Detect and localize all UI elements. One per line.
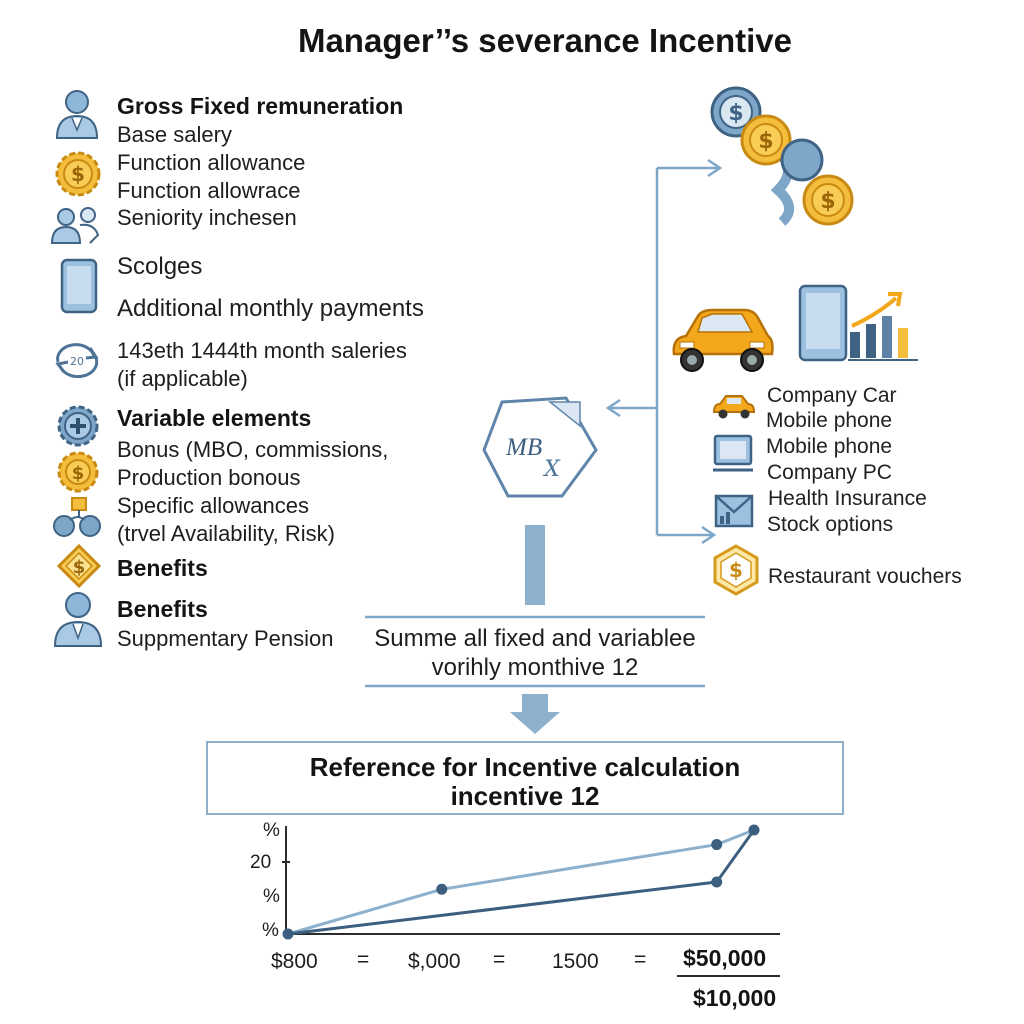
mobile-phone-label-2: Mobile phone [766,435,893,458]
total-label: $50,000 [683,945,767,971]
svg-text:$: $ [73,557,86,578]
svg-text:$: $ [728,101,743,126]
variable-elements-heading: Variable elements [117,405,312,431]
stock-options-label: Stock options [767,513,894,536]
formula-line-2: vorihly monthive 12 [431,654,639,681]
phone-chart-icon [798,284,918,362]
car-icon [672,308,774,372]
restaurant-vouchers-label: Restaurant vouchers [768,565,962,588]
scolges-label: Scolges [117,253,203,280]
svg-text:$: $ [820,189,835,214]
x-tick-label: 1500 [552,950,599,973]
refresh-icon: 20 [55,343,99,379]
coins-stack-icon: $ $ $ [710,86,854,226]
reference-box: Reference for Incentive calculation ince… [206,741,844,815]
person-icon [53,592,103,647]
sub-label: $10,000 [693,985,777,1011]
x-tick-label: = [493,948,506,971]
vertical-bar [525,525,545,605]
data-point [711,839,723,851]
series-line [287,829,756,936]
health-insurance-label: Health Insurance [768,487,927,510]
specific-allowances-label: Specific allowances [117,493,309,518]
function-allowance-label-2: Function allowrace [117,178,301,203]
down-arrow [510,694,560,734]
y-tick-label: % [263,820,280,841]
month-salaries-label: 143eth 1444th month saleries [117,338,407,363]
svg-text:$: $ [758,129,773,154]
base-salary-label: Base salery [117,122,232,147]
tablet-icon [60,258,98,314]
gear-plus-icon [57,405,99,447]
total-divider [677,975,780,977]
svg-text:$: $ [71,162,85,186]
data-point [711,876,723,888]
series-line [287,828,755,936]
svg-text:20: 20 [70,355,84,368]
data-point [282,928,294,940]
x-tick-label: = [634,948,647,971]
mobile-phone-label: Mobile phone [766,409,893,432]
company-car-label: Company Car [767,384,897,407]
function-allowance-label: Function allowance [117,150,306,175]
data-point [748,824,760,836]
hand-icon [53,497,101,537]
seniority-label: Seniority inchesen [117,205,297,230]
x-tick-label: = [357,948,370,971]
if-applicable-label: (if applicable) [117,366,248,391]
company-pc-label: Company PC [767,461,892,484]
dollar-gear-icon: $ [57,451,99,493]
gross-fixed-heading: Gross Fixed remuneration [117,93,404,119]
production-bonus-label: Production bonous [117,465,301,490]
bonus-label: Bonus (MBO, commissions, [117,437,389,462]
envelope-icon [714,494,754,528]
dollar-gear-icon: $ [55,151,101,197]
benefits-heading: Benefits [117,555,208,581]
dollar-badge-icon: $ [713,544,759,596]
x-tick-label: $800 [271,950,318,973]
car-icon [712,395,756,419]
dollar-diamond-icon: $ [56,543,102,589]
data-point [436,883,448,895]
benefits-heading-2: Benefits [117,596,208,622]
mbo-polygon-icon: X [482,396,598,498]
pension-label: Suppmentary Pension [117,626,334,651]
group-icon [50,207,100,244]
page-title: Manager’’s severance Incentive [297,22,793,59]
y-tick-label: % [263,886,280,907]
reference-line-1: Reference for Incentive calculation [309,752,741,782]
additional-payments-label: Additional monthly payments [117,295,424,322]
formula-text: Summe all fixed and variablee vorihly mo… [365,624,705,682]
formula-line-1: Summe all fixed and variablee [374,625,696,652]
reference-line-2: incentive 12 [450,781,600,811]
x-tick-label: $,000 [408,950,461,973]
y-tick-label: % [262,920,279,941]
svg-text:$: $ [72,463,85,484]
person-icon [55,90,99,139]
travel-label: (trvel Availability, Risk) [117,521,336,546]
mbo-mark: MB [506,434,543,461]
y-tick-label: 20 [250,852,272,873]
svg-text:$: $ [729,558,743,582]
svg-text:X: X [542,457,561,482]
laptop-icon [713,434,753,472]
